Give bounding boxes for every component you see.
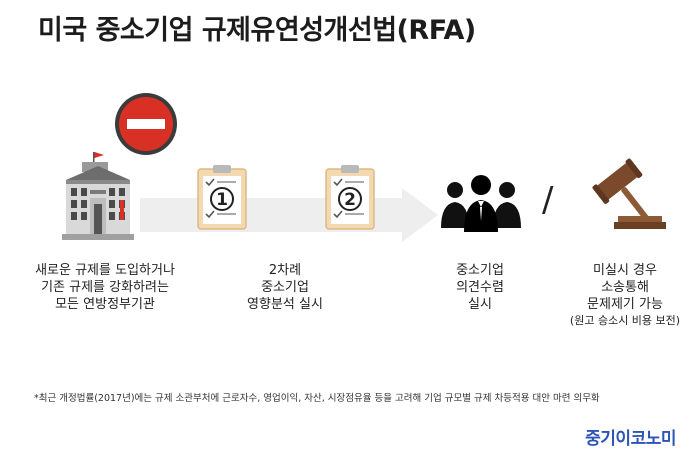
publisher-logo: 중기이코노미 [585, 429, 676, 449]
page-title: 미국 중소기업 규제유연성개선법(RFA) [38, 15, 476, 46]
step-number-2: 2 [344, 190, 356, 210]
stop-sign-icon [115, 93, 177, 155]
flow-arrow [140, 188, 438, 242]
step-label-agencies: 새로운 규제를 도입하거나 기존 규제를 강화하려는 모든 연방정부기관 [35, 263, 175, 312]
separator-slash: / [542, 180, 554, 220]
step-label-litigation: 미실시 경우 소송통해 문제제기 가능 (원고 승소시 비용 보전) [555, 262, 695, 329]
step-number-1: 1 [216, 190, 228, 210]
government-building-icon [62, 152, 134, 240]
people-group-icon [441, 175, 521, 232]
litigation-note: (원고 승소시 비용 보전) [569, 314, 681, 327]
gavel-icon [592, 158, 666, 229]
clipboard-checklist-icon-1 [197, 165, 247, 230]
footnote: *최근 개정법률(2017년)에는 규제 소관부처에 근로자수, 영업이익, 자… [34, 393, 600, 404]
clipboard-checklist-icon-2 [325, 165, 375, 230]
step-label-impact-analysis: 2차례 중소기업 영향분석 실시 [247, 263, 323, 312]
step-label-opinion-gathering: 중소기업 의견수렴 실시 [456, 263, 504, 312]
